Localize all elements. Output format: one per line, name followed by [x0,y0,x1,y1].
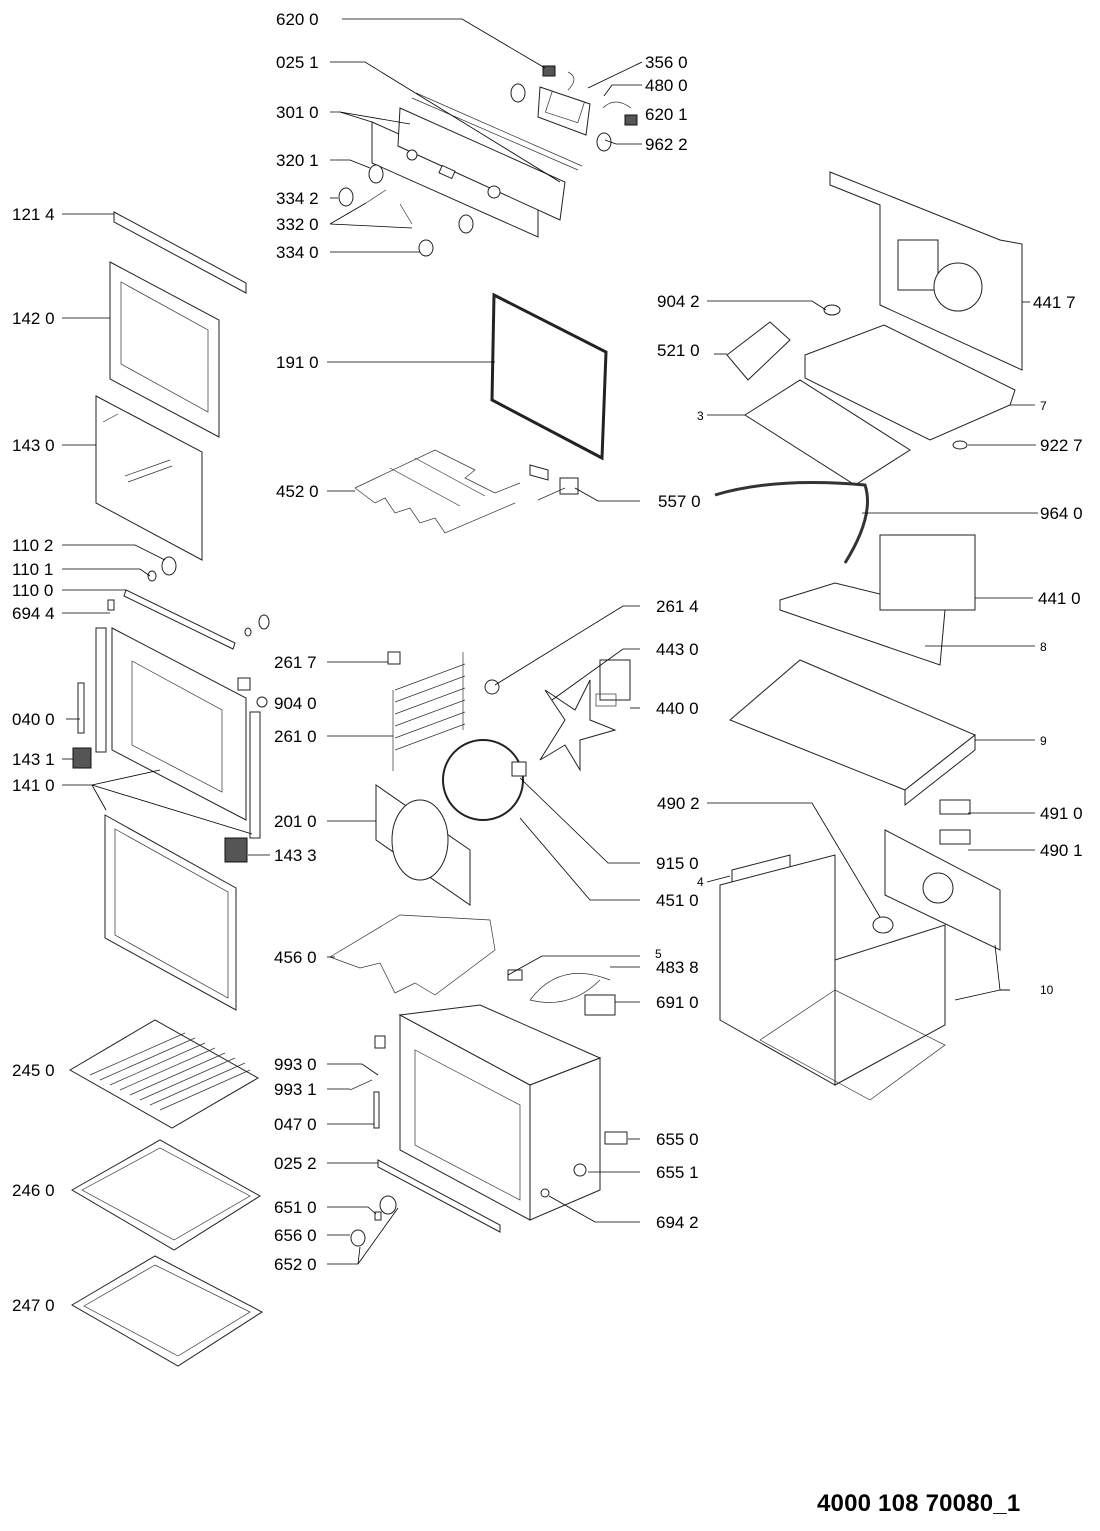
callout-441-0: 441 0 [1038,589,1081,608]
seal-element-drawing [354,292,608,534]
callout-441-7: 441 7 [1033,293,1076,312]
callout-4: 4 [697,875,704,889]
callout-110-1: 110 1 [12,560,53,579]
callout-025-1: 025 1 [276,53,319,72]
callout-904-2: 904 2 [657,292,700,311]
callout-651-0: 651 0 [274,1198,317,1217]
callout-261-4: 261 4 [656,597,699,616]
callout-694-2: 694 2 [656,1213,699,1232]
part-shapes [69,65,1023,1367]
callout-247-0: 247 0 [12,1296,55,1315]
callout-490-1: 490 1 [1040,841,1083,860]
callout-456-0: 456 0 [274,948,317,967]
callout-691-0: 691 0 [656,993,699,1012]
callout-922-7: 922 7 [1040,436,1083,455]
callout-141-0: 141 0 [12,776,55,795]
callout-142-0: 142 0 [12,309,55,328]
callout-993-0: 993 0 [274,1055,317,1074]
callout-261-0: 261 0 [274,727,317,746]
callout-655-0: 655 0 [656,1130,699,1149]
callout-3: 3 [697,409,704,423]
callout-652-0: 652 0 [274,1255,317,1274]
callout-332-0: 332 0 [276,215,319,234]
trays-drawing [69,1019,263,1367]
callout-047-0: 047 0 [274,1115,317,1134]
callout-245-0: 245 0 [12,1061,55,1080]
callout-201-0: 201 0 [274,812,317,831]
callout-620-0: 620 0 [276,10,319,29]
callout-483-8: 483 8 [656,958,699,977]
callout-915-0: 915 0 [656,854,699,873]
callout-694-4: 694 4 [12,604,55,623]
leader-lines [62,18,1038,1265]
callout-040-0: 040 0 [12,710,55,729]
cavity-drawing [329,914,628,1247]
callout-491-0: 491 0 [1040,804,1083,823]
callout-143-1: 143 1 [12,750,55,769]
callout-5: 5 [655,947,662,961]
callout-025-2: 025 2 [274,1154,317,1173]
callout-451-0: 451 0 [656,891,699,910]
callout-301-0: 301 0 [276,103,319,122]
callout-356-0: 356 0 [645,53,688,72]
callout-143-3: 143 3 [274,846,317,865]
callout-8: 8 [1040,640,1047,654]
callout-143-0: 143 0 [12,436,55,455]
callout-521-0: 521 0 [657,341,700,360]
callout-443-0: 443 0 [656,640,699,659]
callout-557-0: 557 0 [658,492,701,511]
callout-334-2: 334 2 [276,189,319,208]
callout-904-0: 904 0 [274,694,317,713]
callout-9: 9 [1040,734,1047,748]
housing-drawing [714,171,1023,807]
callout-10: 10 [1040,983,1054,997]
callout-656-0: 656 0 [274,1226,317,1245]
callout-7: 7 [1040,399,1047,413]
callout-962-2: 962 2 [645,135,688,154]
callout-261-7: 261 7 [274,653,317,672]
callout-480-0: 480 0 [645,76,688,95]
callout-labels: 620 0 025 1 301 0 320 1 334 2 332 0 334 … [12,10,1083,1315]
callout-121-4: 121 4 [12,205,55,224]
callout-191-0: 191 0 [276,353,319,372]
casing-drawing [719,799,1001,1101]
control-panel-drawing [338,65,638,257]
callout-320-1: 320 1 [276,151,319,170]
callout-110-0: 110 0 [12,581,53,600]
callout-452-0: 452 0 [276,482,319,501]
fan-assembly-drawing [375,651,631,906]
callout-110-2: 110 2 [12,536,53,555]
callout-490-2: 490 2 [657,794,700,813]
callout-993-1: 993 1 [274,1080,317,1099]
callout-964-0: 964 0 [1040,504,1083,523]
callout-440-0: 440 0 [656,699,699,718]
callout-655-1: 655 1 [656,1163,699,1182]
callout-246-0: 246 0 [12,1181,55,1200]
callout-620-1: 620 1 [645,105,688,124]
door-drawing [72,211,270,1011]
document-reference-number: 4000 108 70080_1 [817,1490,1021,1517]
callout-334-0: 334 0 [276,243,319,262]
